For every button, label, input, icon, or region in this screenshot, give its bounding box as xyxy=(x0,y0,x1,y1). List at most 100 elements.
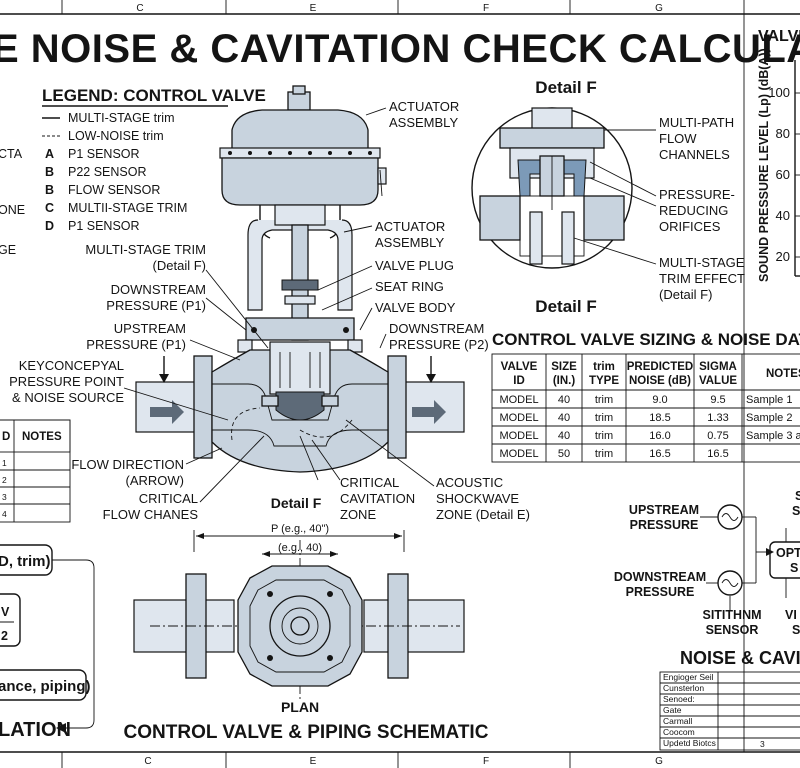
title-block-row-6: Coocom xyxy=(663,727,695,737)
col-head-5b: VALUE xyxy=(699,375,737,387)
flow-vi-2: S xyxy=(792,623,800,637)
label-actuator-top-2: ASSEMBLY xyxy=(389,115,458,130)
flow-s-top-2: S xyxy=(792,504,800,518)
label-acoustic-1: ACOUSTIC xyxy=(436,475,503,490)
flow-downstream-1: DOWNSTREAM xyxy=(614,570,706,584)
legend-item-4: P22 SENSOR xyxy=(68,165,147,179)
table-cell-r4-c4: 16.5 xyxy=(649,448,670,460)
flow-upstream-1: UPSTREAM xyxy=(629,503,699,517)
col-head-2b: (IN.) xyxy=(553,375,576,387)
col-head-5a: SIGMA xyxy=(699,361,737,373)
legend-item-3: P1 SENSOR xyxy=(68,147,140,161)
left-frac-bottom: 2 xyxy=(1,629,8,643)
col-head-1a: VALVE xyxy=(501,361,538,373)
detail-label-1a: MULTI-PATH xyxy=(659,115,734,130)
table-cell-r1-c3: trim xyxy=(595,394,613,406)
chart-ylabel: SOUND PRESSURE LEVEL (Lp) (dB(A)) xyxy=(757,48,771,282)
table-cell-r2-c3: trim xyxy=(595,412,613,424)
legend-item-5: FLOW SENSOR xyxy=(68,183,160,197)
title-block-row-1: Engioger Seil xyxy=(663,672,714,682)
chart-tick-60: 60 xyxy=(776,167,790,182)
label-critical-flow-1: CRITICAL xyxy=(139,491,198,506)
actuator-housing xyxy=(221,157,379,206)
flow-vi-1: VI xyxy=(785,608,797,622)
seat-ring-left xyxy=(261,395,279,407)
label-keyconcept-1: KEYCONCEPYAL xyxy=(19,358,124,373)
mini-table-header-2: NOTES xyxy=(22,431,62,443)
label-acoustic-2: SHOCKWAVE xyxy=(436,491,519,506)
table-cell-r3-c6: Sample 3 and xyxy=(746,430,800,442)
table-cell-r4-c3: trim xyxy=(595,448,613,460)
left-calc-fragment: LATION xyxy=(0,719,71,741)
opt-box xyxy=(769,541,800,579)
title-block-row-2: Cunsterlon xyxy=(663,683,704,693)
table-cell-r2-c1: MODEL xyxy=(499,412,538,424)
label-actuator-mid-2: ASSEMBLY xyxy=(375,235,444,250)
label-upstream-p1-1: UPSTREAM xyxy=(114,321,186,336)
chart-tick-40: 40 xyxy=(776,208,790,223)
title-block-rows: Engioger SeilCunsterlonSenoed:GateCarmal… xyxy=(663,672,716,748)
label-critical-cav-1: CRITICAL xyxy=(340,475,399,490)
actuator-dome xyxy=(231,109,369,151)
detail-label-1c: CHANNELS xyxy=(659,147,730,162)
table-cell-r3-c3: trim xyxy=(595,430,613,442)
plan-caption: CONTROL VALVE & PIPING SCHEMATIC xyxy=(124,722,489,743)
downstream-sensor-icon xyxy=(717,570,743,596)
title-block-row-3: Senoed: xyxy=(663,694,695,704)
title-block-sheet: 3 xyxy=(760,739,765,749)
label-flow-dir-1: FLOW DIRECTION xyxy=(71,457,184,472)
label-valve-body: VALVE BODY xyxy=(375,300,456,315)
flow-arrow-in xyxy=(150,400,184,424)
mini-table-row-1: 1 xyxy=(2,458,7,468)
detail-label-1b: FLOW xyxy=(659,131,697,146)
outlet-flange xyxy=(387,355,407,459)
table-cell-r3-c1: MODEL xyxy=(499,430,538,442)
detail-f: Detail F MULTI-PATH FLOW CHANNELS PRESSU… xyxy=(471,78,745,316)
inlet-flange xyxy=(193,355,213,459)
table-cell-r3-c4: 16.0 xyxy=(649,430,670,442)
mini-table-header-1: D xyxy=(2,431,10,443)
top-letter-c: C xyxy=(136,3,143,14)
legend-item-2: LOW-NOISE trim xyxy=(68,129,164,143)
valve-plug xyxy=(275,391,325,421)
label-detail-f-below: Detail F xyxy=(271,495,322,511)
legend: LEGEND: CONTROL VALVE MULTI-STAGE trim L… xyxy=(42,86,266,233)
left-fragment-2: ONE xyxy=(0,203,25,217)
col-head-4b: NOISE (dB) xyxy=(629,375,691,387)
legend-key-7: D xyxy=(45,219,54,233)
legend-item-1: MULTI-STAGE trim xyxy=(68,111,174,125)
table-cell-r3-c2: 40 xyxy=(558,430,570,442)
chart-title: VALVE xyxy=(758,28,800,45)
plan-view: P (e.g., 40") (e.g., 40) PLAN CONTROL VA… xyxy=(124,523,489,743)
col-head-3b: TYPE xyxy=(589,375,619,387)
detail-label-2c: ORIFICES xyxy=(659,219,721,234)
flow-opt-1: OPTI xyxy=(776,546,800,560)
label-critical-cav-2: CAVITATION xyxy=(340,491,415,506)
control-flowchart: UPSTREAM PRESSURE DOWNSTREAM PRESSURE OP… xyxy=(614,489,800,637)
table-cell-r2-c2: 40 xyxy=(558,412,570,424)
title-block: NOISE & CAVIT Engioger SeilCunsterlonSen… xyxy=(659,648,800,751)
chart-tick-100: 100 xyxy=(768,85,790,100)
legend-item-7: P1 SENSOR xyxy=(68,219,140,233)
detail-f-title-top: Detail F xyxy=(535,78,596,97)
label-keyconcept-3: & NOISE SOURCE xyxy=(12,390,124,405)
plan-label: PLAN xyxy=(281,699,319,715)
flow-s-top-1: S xyxy=(795,489,800,503)
label-seat-ring: SEAT RING xyxy=(375,279,444,294)
legend-key-3: A xyxy=(45,147,54,161)
label-flow-dir-2: (ARROW) xyxy=(126,473,185,488)
label-downstream-p2-2: PRESSURE (P2) xyxy=(389,337,489,352)
title-block-row-5: Carmall xyxy=(663,716,692,726)
sizing-table-title: CONTROL VALVE SIZING & NOISE DATA TAB xyxy=(492,330,800,349)
detail-f-title-bottom: Detail F xyxy=(535,297,596,316)
legend-key-5: B xyxy=(45,183,54,197)
top-letter-e: E xyxy=(310,3,317,14)
flow-sensor-1: SITITHNM xyxy=(702,608,761,622)
label-valve-plug: VALVE PLUG xyxy=(375,258,454,273)
mini-table-row-4: 4 xyxy=(2,509,7,519)
table-cell-r2-c5: 1.33 xyxy=(707,412,728,424)
bottom-letter-f: F xyxy=(483,756,489,767)
top-letter-g: G xyxy=(655,3,663,14)
col-head-6: NOTES xyxy=(766,368,800,380)
